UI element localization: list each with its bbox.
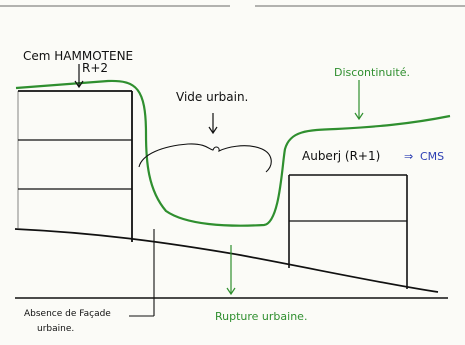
absence-facade-line2: urbaine. bbox=[37, 324, 74, 334]
vide-urbain-outline bbox=[138, 143, 272, 173]
arrow-rupture bbox=[226, 245, 236, 296]
arrow-building-label bbox=[74, 64, 84, 89]
ground-slope-line bbox=[14, 228, 439, 293]
discontinuity-label: Discontinuité. bbox=[334, 66, 410, 79]
auberge-arrow: ⇒ bbox=[404, 150, 413, 163]
auberge-code: CMS bbox=[420, 150, 444, 163]
absence-facade-line1: Absence de Façade bbox=[24, 309, 111, 319]
vide-urbain-label: Vide urbain. bbox=[176, 90, 248, 104]
rupture-urbaine-label: Rupture urbaine. bbox=[215, 310, 307, 323]
arrow-vide-urbain bbox=[208, 113, 218, 135]
left-building-name: Cem HAMMOTENE bbox=[23, 49, 133, 63]
right-building bbox=[288, 174, 408, 289]
absence-facade-bracket bbox=[129, 229, 155, 317]
left-building-floors: R+2 bbox=[82, 61, 108, 75]
arrow-discontinuity bbox=[354, 80, 364, 121]
auberge-label: Auberj (R+1) bbox=[302, 149, 380, 163]
left-building bbox=[17, 90, 133, 242]
discontinuity-curve bbox=[15, 79, 451, 227]
